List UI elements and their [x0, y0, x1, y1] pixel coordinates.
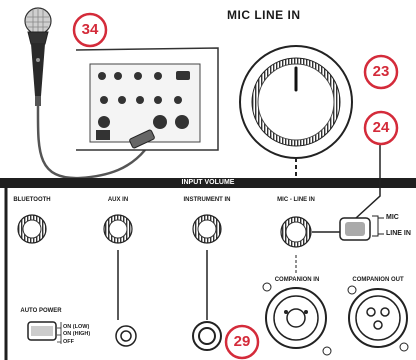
auto-power-option-high: ON (HIGH) [63, 331, 91, 337]
auto-power-option-low: ON (LOW) [63, 324, 90, 330]
switch-label-mic: MIC [386, 214, 399, 221]
instrument-in-volume-knob[interactable] [192, 214, 222, 244]
aux-in-volume-knob[interactable] [103, 214, 133, 244]
callout-24-badge [363, 110, 399, 146]
callout-23: 23 [372, 63, 390, 80]
selector-title: MIC LINE IN [227, 8, 301, 22]
callout-29: 29 [233, 333, 251, 350]
callout-24: 24 [372, 119, 390, 136]
selector-knob[interactable] [239, 45, 353, 159]
mic-line-switch[interactable] [339, 217, 371, 241]
callout-23-badge [363, 54, 399, 90]
instrument-in-label: INSTRUMENT IN [183, 197, 231, 203]
rear-panel-drawing [75, 47, 219, 151]
microphone-icon [24, 7, 52, 106]
auto-power-switch[interactable] [27, 321, 57, 341]
bluetooth-label: BLUETOOTH [13, 197, 51, 203]
callout-29-badge [224, 324, 260, 360]
companion-out-label: COMPANION OUT [352, 277, 404, 283]
companion-in-combo-jack[interactable] [262, 282, 332, 356]
instrument-in-jack[interactable] [192, 321, 222, 351]
mic-line-in-label: MIC - LINE IN [275, 197, 317, 203]
mic-line-in-volume-knob[interactable] [280, 216, 312, 248]
auto-power-option-off: OFF [63, 339, 74, 345]
aux-in-jack[interactable] [115, 325, 137, 347]
bluetooth-volume-knob[interactable] [17, 214, 47, 244]
input-volume-title: INPUT VOLUME [181, 179, 235, 186]
companion-in-label: COMPANION IN [274, 277, 320, 283]
companion-out-xlr-jack[interactable] [347, 285, 409, 352]
auto-power-label: AUTO POWER [20, 308, 62, 314]
callout-34: 34 [81, 21, 99, 38]
switch-leader-line [355, 141, 381, 219]
callout-34-badge [72, 12, 108, 48]
aux-in-label: AUX IN [107, 197, 129, 203]
switch-label-line-in: LINE IN [386, 230, 411, 237]
